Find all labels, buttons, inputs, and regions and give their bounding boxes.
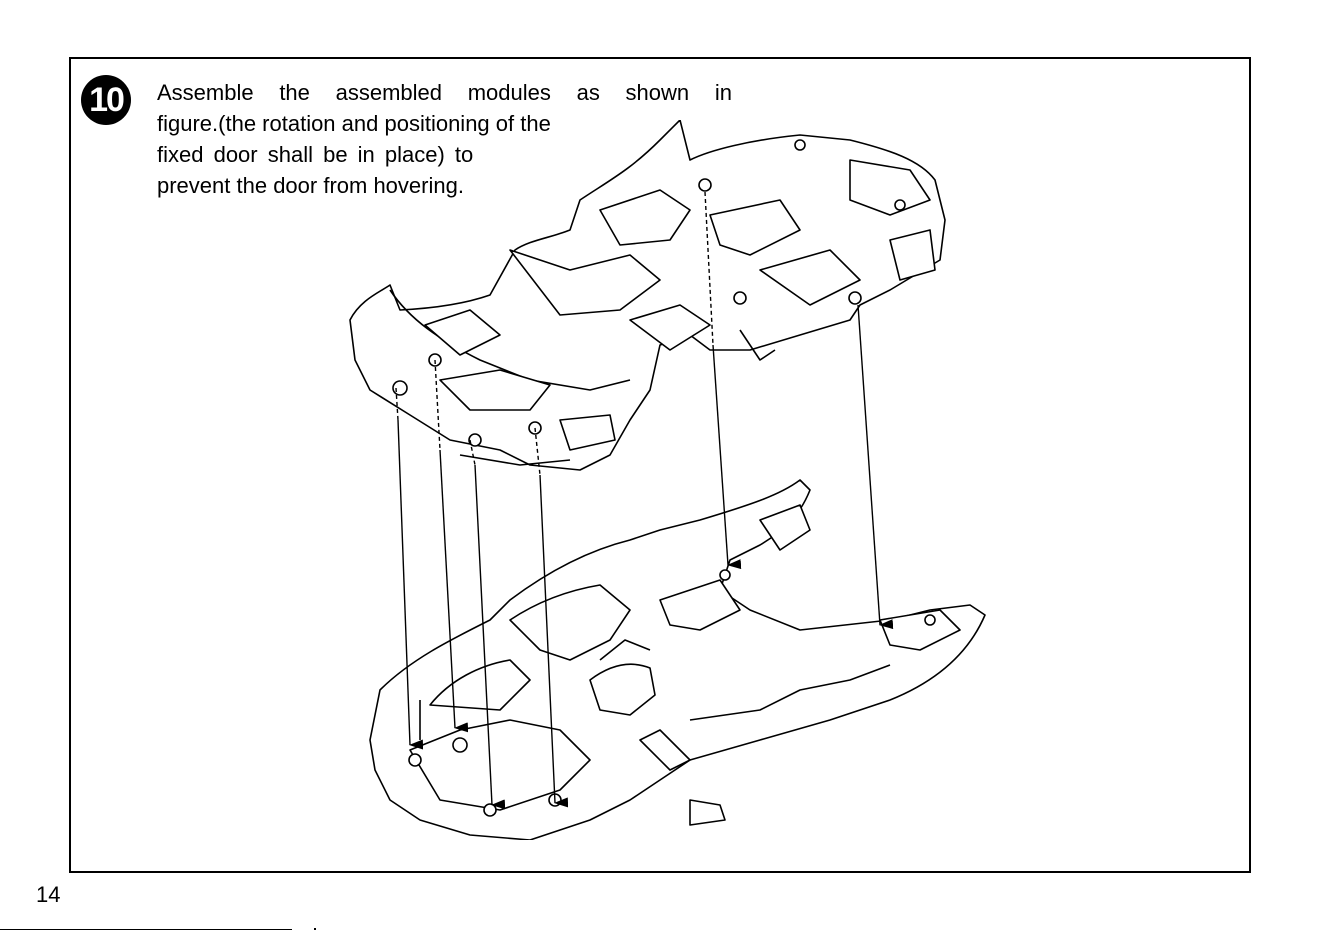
footer-rule — [0, 929, 292, 930]
upper-module — [350, 120, 945, 470]
footer-dot — [314, 928, 316, 930]
assembly-illustration — [330, 120, 1010, 840]
lower-module — [370, 480, 985, 840]
page-number: 14 — [36, 882, 60, 908]
step-number-badge: 10 — [81, 75, 131, 125]
instruction-line-1: Assemble the assembled modules as shown … — [157, 77, 732, 108]
